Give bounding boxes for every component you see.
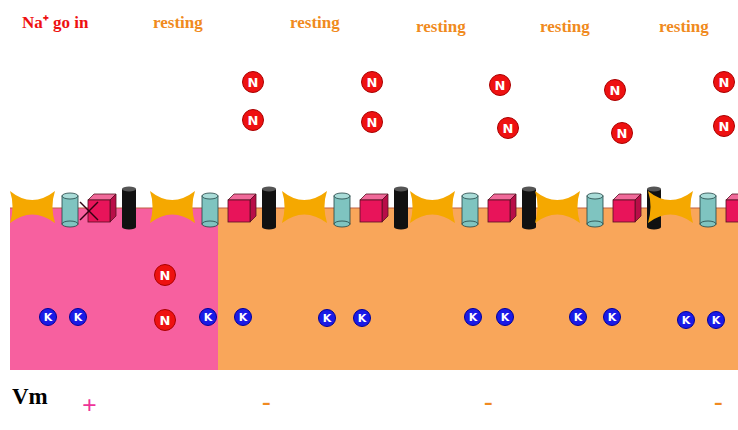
potential-sign: -: [484, 388, 493, 417]
potassium-ion: K: [234, 308, 252, 326]
voltage-label: Vm: [12, 384, 48, 409]
ion-symbol: K: [712, 315, 721, 326]
ion-symbol: K: [574, 312, 583, 323]
ion-symbol: K: [74, 312, 83, 323]
ion-symbol: N: [719, 120, 730, 133]
potassium-ion: K: [353, 309, 371, 327]
ion-symbol: K: [682, 315, 691, 326]
potassium-ion: K: [318, 309, 336, 327]
ion-symbol: K: [323, 313, 332, 324]
ion-symbol: K: [608, 312, 617, 323]
ion-symbol: N: [160, 269, 171, 282]
potassium-ion: K: [39, 308, 57, 326]
sodium-ion: N: [242, 71, 264, 93]
ion-symbol: K: [44, 312, 53, 323]
state-label: resting: [416, 18, 466, 37]
potassium-ion: K: [496, 308, 514, 326]
ion-symbol: N: [160, 314, 171, 327]
state-label: resting: [659, 18, 709, 37]
potential-sign: +: [82, 392, 97, 421]
sodium-ion: N: [497, 117, 519, 139]
sodium-ion: N: [242, 109, 264, 131]
ion-symbol: N: [503, 122, 514, 135]
ion-symbol: K: [358, 313, 367, 324]
potassium-ion: K: [603, 308, 621, 326]
ion-symbol: N: [367, 76, 378, 89]
potential-sign: -: [262, 388, 271, 417]
potassium-ion: K: [707, 311, 725, 329]
ion-symbol: K: [204, 312, 213, 323]
sodium-ion: N: [154, 309, 176, 331]
potassium-ion: K: [677, 311, 695, 329]
potassium-ion: K: [199, 308, 217, 326]
sodium-ion: N: [361, 71, 383, 93]
state-label: Na⁺ go in: [22, 14, 88, 33]
potassium-ion: K: [464, 308, 482, 326]
sodium-ion: N: [713, 71, 735, 93]
ion-symbol: N: [617, 127, 628, 140]
ion-symbol: N: [495, 79, 506, 92]
potassium-ion: K: [69, 308, 87, 326]
state-label: resting: [290, 14, 340, 33]
state-label: resting: [540, 18, 590, 37]
ion-symbol: N: [719, 76, 730, 89]
sodium-ion: N: [489, 74, 511, 96]
sodium-ion: N: [713, 115, 735, 137]
potential-sign: -: [714, 388, 723, 417]
sodium-ion: N: [604, 79, 626, 101]
ion-symbol: K: [501, 312, 510, 323]
ion-symbol: N: [367, 116, 378, 129]
ion-symbol: N: [248, 76, 259, 89]
potassium-ion: K: [569, 308, 587, 326]
sodium-ion: N: [361, 111, 383, 133]
sodium-ion: N: [154, 264, 176, 286]
sodium-ion: N: [611, 122, 633, 144]
ion-symbol: K: [239, 312, 248, 323]
ion-symbol: N: [248, 114, 259, 127]
state-label: resting: [153, 14, 203, 33]
ion-symbol: K: [469, 312, 478, 323]
ion-symbol: N: [610, 84, 621, 97]
